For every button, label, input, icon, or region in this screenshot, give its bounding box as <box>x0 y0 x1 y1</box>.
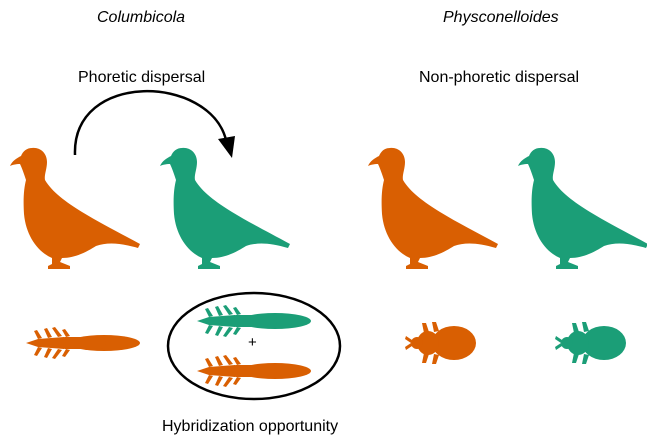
elongate-louse-icon <box>197 355 311 387</box>
pigeon-icon <box>160 148 290 269</box>
elongate-louse-icon <box>197 305 311 337</box>
phoretic-dispersal-label: Phoretic dispersal <box>78 69 205 87</box>
round-louse-icon <box>405 322 476 364</box>
pigeon-icon <box>368 148 498 269</box>
left-genus-label: Columbicola <box>97 9 185 27</box>
hybridization-caption: Hybridization opportunity <box>162 418 338 436</box>
elongate-louse-icon <box>26 327 140 359</box>
curved-arrow-icon <box>75 91 235 158</box>
non-phoretic-dispersal-label: Non-phoretic dispersal <box>419 69 579 87</box>
plus-sign: + <box>248 334 257 351</box>
pigeon-icon <box>518 148 647 269</box>
right-genus-label: Physconelloides <box>443 9 559 27</box>
pigeon-icon <box>10 148 140 269</box>
round-louse-icon <box>555 322 626 364</box>
